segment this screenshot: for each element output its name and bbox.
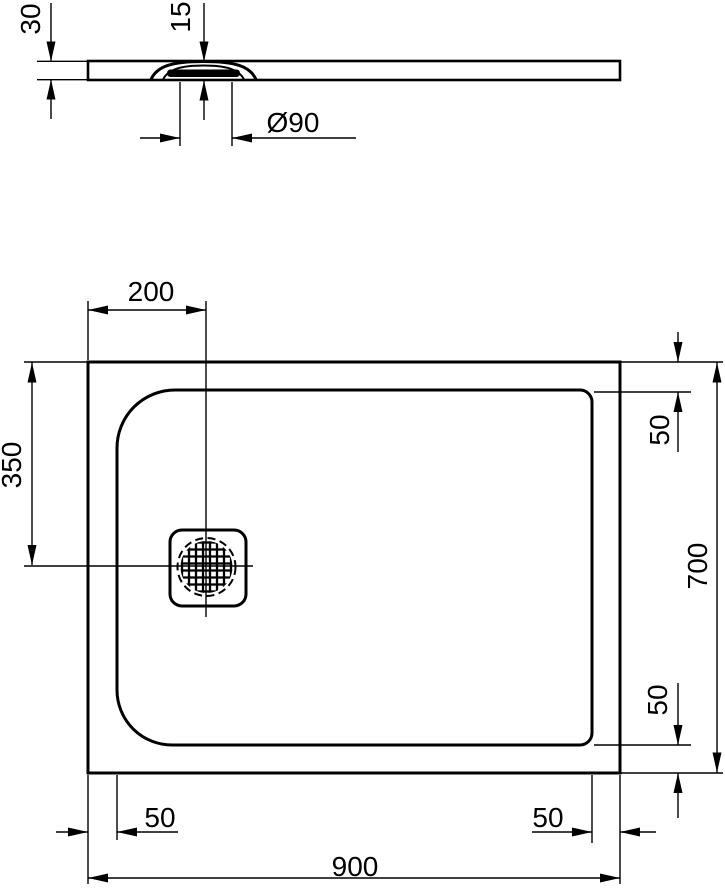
drain-cover-body <box>167 69 240 77</box>
dimension-tray-height: 30 <box>15 3 88 119</box>
arrowhead-up <box>712 362 722 383</box>
dim-label-bottom-inset: 50 <box>642 684 673 715</box>
drain-frame <box>168 528 248 608</box>
arrowhead-up <box>673 773 683 793</box>
dimension-drain-diameter: Ø90 <box>140 82 356 146</box>
dimension-top-inset: 50 <box>594 332 691 452</box>
arrowhead-up <box>199 80 209 101</box>
dim-label-drain-offset-y: 350 <box>0 442 27 489</box>
arrowhead-left <box>88 305 108 315</box>
drain-cover-outer-cap <box>149 59 258 81</box>
dim-label-overall-width: 900 <box>332 851 379 882</box>
arrowhead-up <box>46 79 56 100</box>
drain-plan <box>24 301 253 617</box>
tray-outer-outline <box>86 360 622 775</box>
arrowhead-right <box>68 827 88 837</box>
arrowhead-down <box>27 545 37 565</box>
dim-label-overall-depth: 700 <box>682 543 713 590</box>
dimension-left-inset: 50 <box>56 802 178 837</box>
dimension-bottom-inset: 50 <box>594 683 691 818</box>
section-view: 30 15 Ø90 <box>15 1 622 146</box>
tray-profile-outline <box>86 59 622 82</box>
arrowhead-right <box>600 873 620 883</box>
plan-view: 200 350 700 50 <box>0 276 723 884</box>
dimension-drain-offset-x: 200 <box>87 276 206 360</box>
arrowhead-down <box>46 41 56 62</box>
arrowhead-right <box>160 133 180 143</box>
arrowhead-left <box>117 827 137 837</box>
dim-label-right-inset: 50 <box>532 802 563 833</box>
drain-cover-section <box>149 59 258 81</box>
arrowhead-left <box>232 133 252 143</box>
dim-label-recess-depth: 15 <box>165 1 196 32</box>
arrowhead-down <box>712 752 722 773</box>
arrowhead-right <box>572 827 592 837</box>
dim-label-tray-height: 30 <box>15 3 46 34</box>
dim-label-left-inset: 50 <box>144 802 175 833</box>
dim-label-top-inset: 50 <box>644 414 675 445</box>
arrowhead-up <box>673 392 683 412</box>
arrowhead-down <box>673 725 683 745</box>
arrowhead-up <box>27 362 37 383</box>
tray-inner-outline <box>115 388 594 747</box>
dimension-recess-depth: 15 <box>165 1 209 120</box>
dimension-overall-width: 900 <box>88 851 620 883</box>
arrowhead-left <box>88 873 108 883</box>
dim-label-drain-offset-x: 200 <box>128 276 175 307</box>
arrowhead-down <box>199 41 209 62</box>
dimension-drain-offset-y: 350 <box>0 361 87 565</box>
arrowhead-left <box>620 827 640 837</box>
dimension-right-inset: 50 <box>532 802 656 837</box>
arrowhead-right <box>186 305 206 315</box>
arrowhead-down <box>673 342 683 362</box>
dimension-overall-depth: 700 <box>620 361 723 774</box>
bottom-extension-lines <box>87 775 621 884</box>
dim-label-drain-diameter: Ø90 <box>267 107 320 138</box>
